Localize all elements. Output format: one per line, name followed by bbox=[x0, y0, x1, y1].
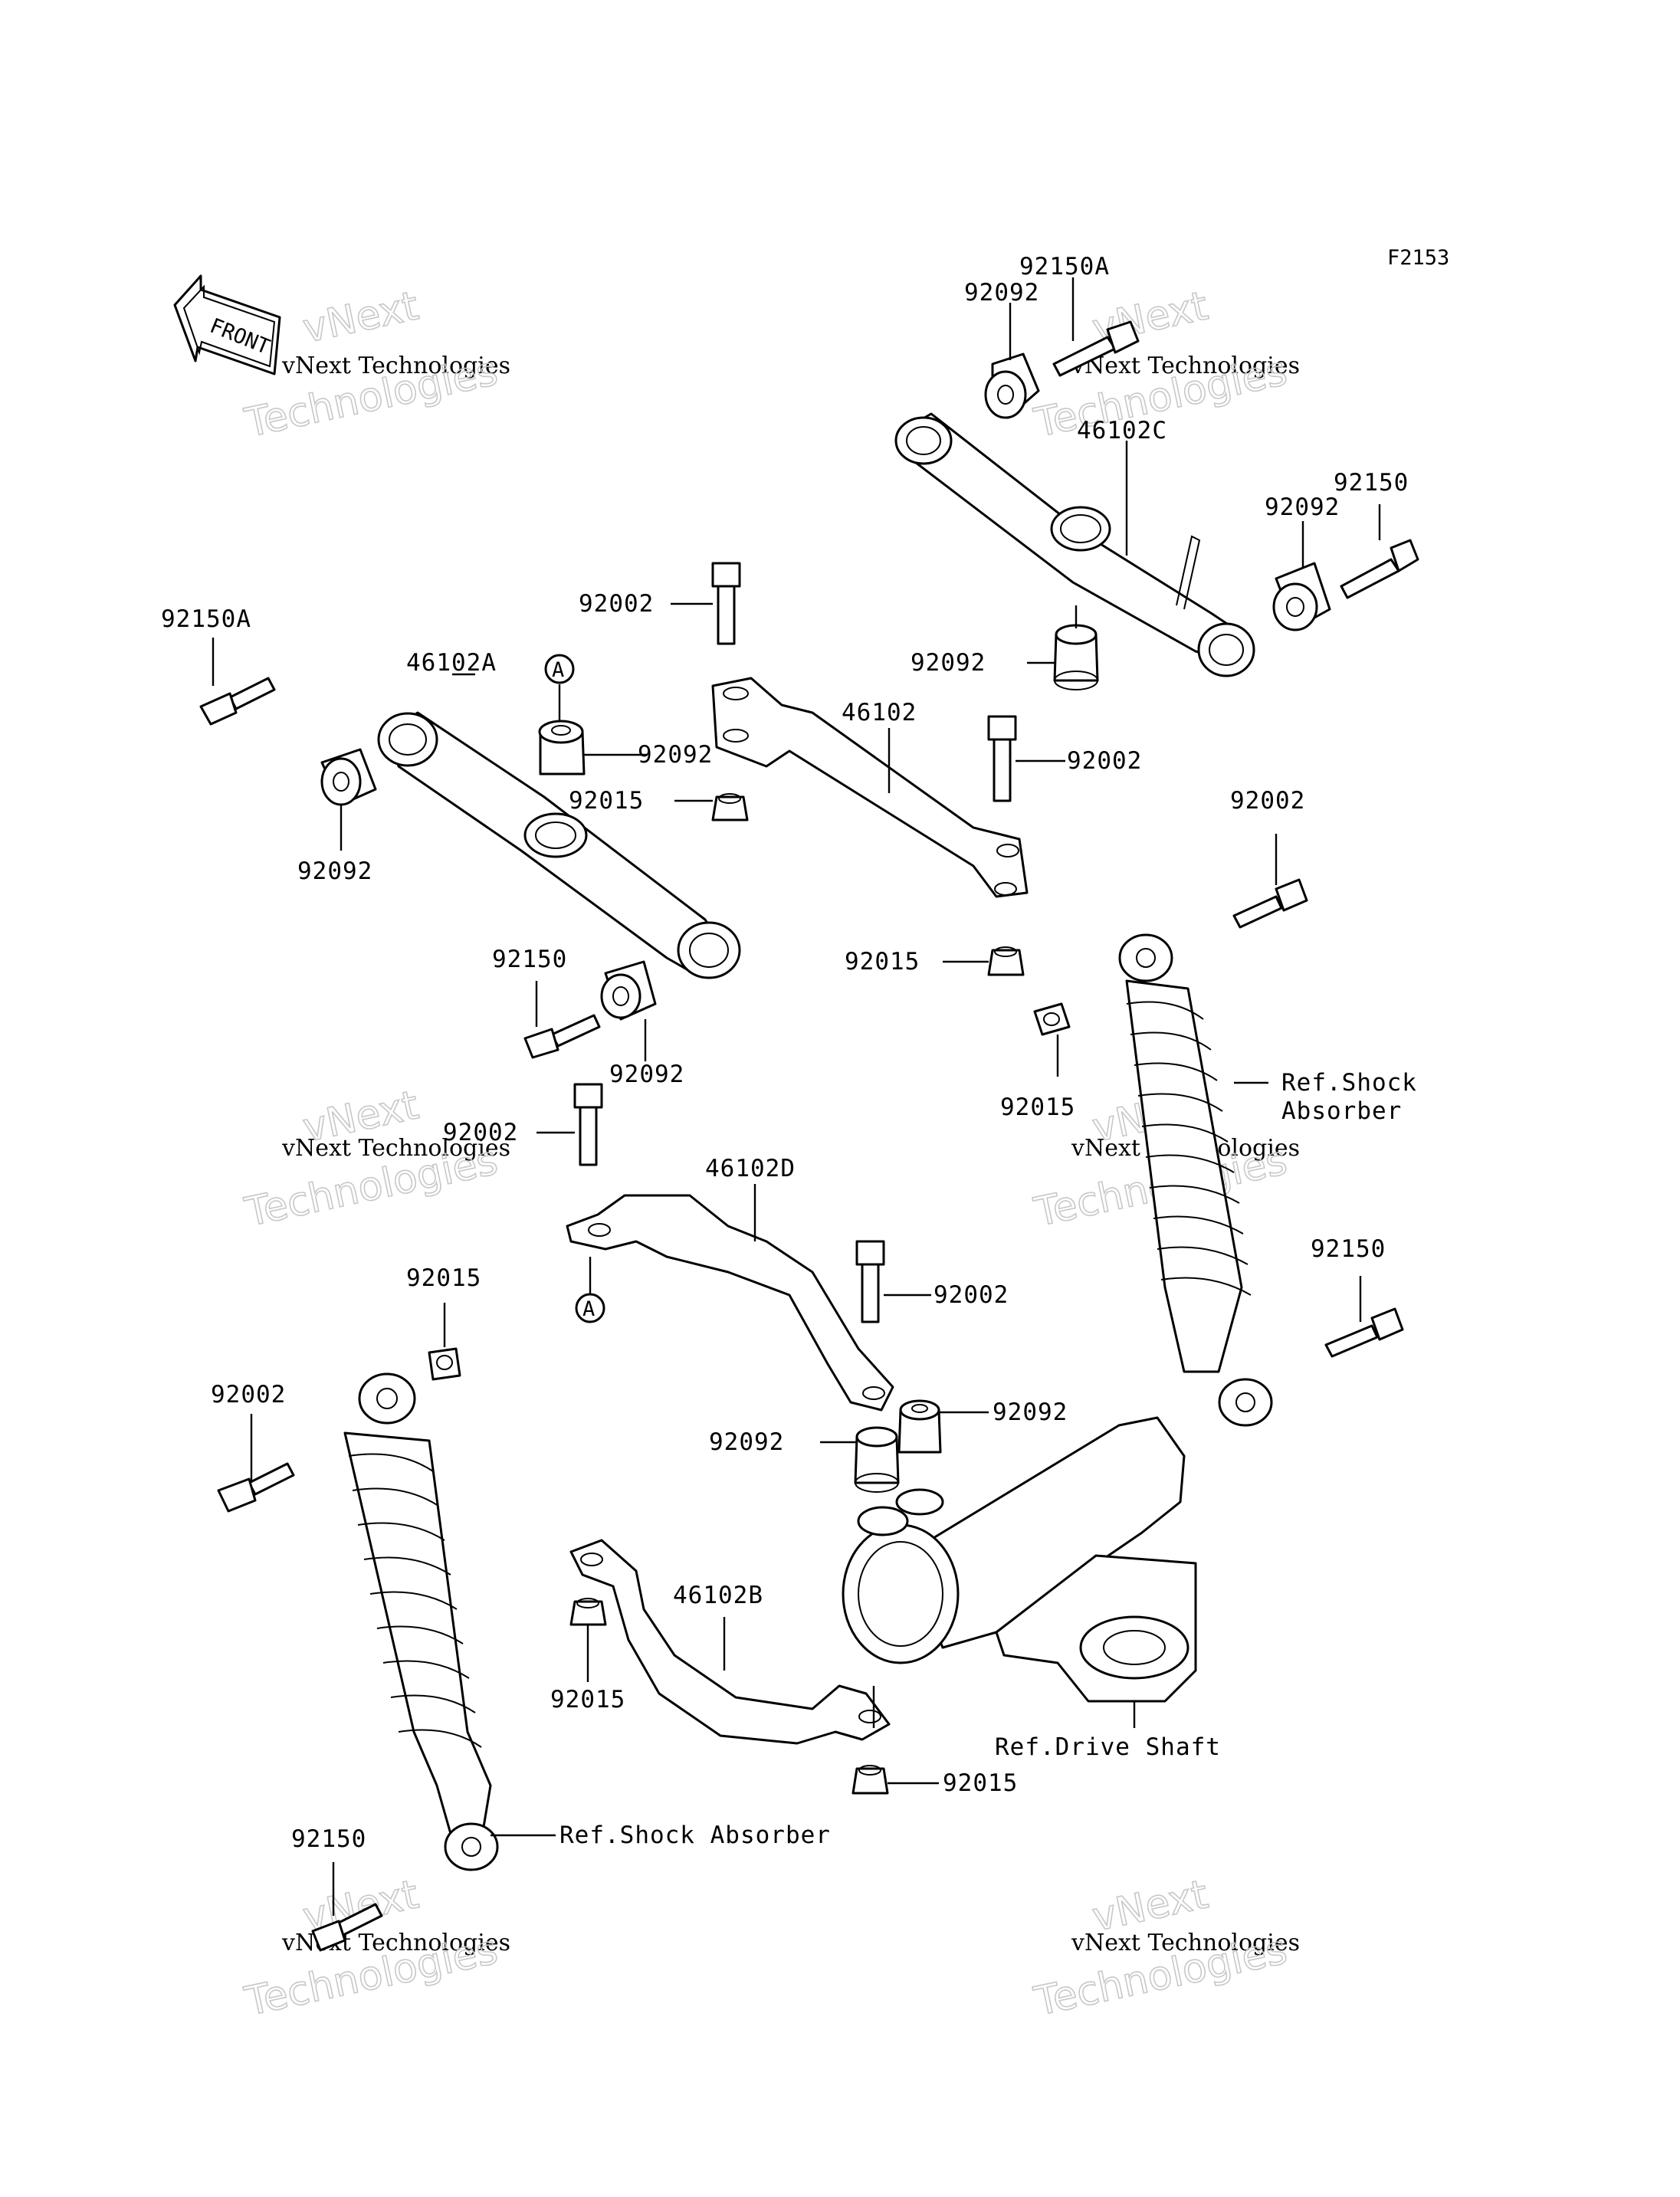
svg-text:A: A bbox=[582, 1297, 595, 1321]
callout-92150-rs[interactable]: 92150 bbox=[1311, 1235, 1386, 1263]
bushing-92092-mid bbox=[1053, 624, 1099, 690]
svg-text:vNext Technologies: vNext Technologies bbox=[281, 1135, 510, 1162]
nut-92015-a bbox=[711, 793, 749, 821]
callout-92002-rs[interactable]: 92002 bbox=[1230, 787, 1305, 815]
callout-46102A[interactable]: 46102A bbox=[406, 649, 497, 677]
nut-92015-ls bbox=[428, 1347, 461, 1381]
callout-92015-b[interactable]: 92015 bbox=[845, 948, 920, 976]
callout-92092-c[interactable]: 92092 bbox=[993, 1399, 1068, 1426]
front-arrow-icon: FRONT bbox=[173, 274, 281, 375]
bolt-92150A-top bbox=[1052, 320, 1140, 377]
bushing-92092-a bbox=[538, 720, 586, 776]
nut-92015-b bbox=[987, 946, 1025, 976]
bushing-92092-top bbox=[984, 353, 1040, 419]
callout-92015-rs[interactable]: 92015 bbox=[1000, 1094, 1075, 1121]
callout-92092-right[interactable]: 92092 bbox=[1265, 494, 1340, 521]
callout-92150-right[interactable]: 92150 bbox=[1334, 469, 1409, 497]
bushing-92092-c bbox=[854, 1426, 900, 1493]
bolt-92002-upper bbox=[711, 562, 741, 645]
callout-92002-mid[interactable]: 92002 bbox=[1067, 747, 1142, 775]
shock-absorber-right bbox=[1118, 933, 1273, 1427]
drive-shaft-housing bbox=[842, 1416, 1197, 1703]
callout-92002-d[interactable]: 92002 bbox=[443, 1119, 518, 1146]
ref-shock-left: Ref.Shock Absorber bbox=[559, 1822, 831, 1849]
watermark-bottom-left: vNext vNext Technologies Technologies bbox=[240, 1871, 510, 2026]
ref-shock-right-line1: Ref.Shock bbox=[1281, 1069, 1417, 1097]
callout-92092-a[interactable]: 92092 bbox=[638, 741, 713, 769]
bolt-92150-rs bbox=[1324, 1307, 1404, 1358]
leader-lines bbox=[212, 277, 1381, 1916]
callout-46102C[interactable]: 46102C bbox=[1077, 417, 1167, 444]
callout-92002-e[interactable]: 92002 bbox=[934, 1281, 1009, 1309]
ref-drive-shaft: Ref.Drive Shaft bbox=[995, 1733, 1221, 1761]
bolt-92002-mid bbox=[987, 715, 1017, 802]
shock-absorber-left bbox=[343, 1372, 499, 1871]
bolt-92150-ls bbox=[311, 1903, 383, 1952]
svg-text:vNext Technologies: vNext Technologies bbox=[1071, 1930, 1300, 1956]
bushing-92092-d bbox=[897, 1399, 942, 1454]
callout-92002-upper[interactable]: 92002 bbox=[579, 590, 654, 618]
bushing-92092-right bbox=[1272, 562, 1331, 631]
callout-92150-ls[interactable]: 92150 bbox=[291, 1825, 366, 1853]
bolt-92002-e bbox=[855, 1240, 885, 1323]
callout-92092-b[interactable]: 92092 bbox=[609, 1061, 684, 1088]
callout-92092-d[interactable]: 92092 bbox=[709, 1428, 784, 1456]
watermark-top-left: vNext vNext Technologies Technologies bbox=[240, 283, 510, 448]
callout-46102[interactable]: 46102 bbox=[842, 699, 917, 726]
callout-92002-ls[interactable]: 92002 bbox=[211, 1381, 286, 1408]
bushing-92092-b bbox=[600, 960, 657, 1021]
callout-92092-left[interactable]: 92092 bbox=[297, 857, 372, 885]
part-callouts: 92150A 92092 46102C 92150 92092 92002 92… bbox=[161, 253, 1409, 1853]
callout-92150-mid[interactable]: 92150 bbox=[492, 946, 567, 973]
nut-92015-c bbox=[569, 1598, 607, 1626]
callout-92015-d[interactable]: 92015 bbox=[943, 1769, 1018, 1797]
callout-46102D[interactable]: 46102D bbox=[705, 1155, 796, 1182]
nut-92015-rs bbox=[1033, 1002, 1071, 1036]
bolt-92002-rs bbox=[1232, 878, 1308, 929]
bracket-46102B bbox=[569, 1539, 891, 1745]
nut-92015-d bbox=[851, 1765, 889, 1795]
arm-46102A bbox=[377, 711, 741, 979]
svg-text:vNext: vNext bbox=[299, 283, 422, 352]
bracket-46102 bbox=[711, 677, 1029, 898]
callout-92015-c[interactable]: 92015 bbox=[550, 1686, 625, 1713]
ref-shock-right-line2: Absorber bbox=[1281, 1097, 1402, 1125]
watermark-bottom-right: vNext vNext Technologies Technologies bbox=[1029, 1871, 1300, 2026]
bracket-46102D bbox=[566, 1194, 894, 1412]
callout-46102B[interactable]: 46102B bbox=[673, 1582, 763, 1609]
bolt-92002-ls bbox=[217, 1462, 295, 1513]
bolt-92002-d bbox=[573, 1083, 603, 1166]
bolt-92150A-left bbox=[199, 677, 276, 726]
callout-92150A-left[interactable]: 92150A bbox=[161, 605, 251, 633]
callout-92092-mid[interactable]: 92092 bbox=[911, 649, 986, 677]
callout-92015-a[interactable]: 92015 bbox=[569, 787, 644, 815]
svg-text:vNext Technologies: vNext Technologies bbox=[281, 353, 510, 379]
reference-notes: Ref.Shock Absorber Ref.Drive Shaft Ref.S… bbox=[559, 1069, 1417, 1849]
callout-92092-top[interactable]: 92092 bbox=[964, 279, 1039, 307]
svg-text:vNext Technologies: vNext Technologies bbox=[1071, 353, 1300, 379]
figure-code: F2153 bbox=[1387, 246, 1449, 270]
bolt-92150-mid bbox=[523, 1014, 601, 1059]
bolt-92150-right bbox=[1340, 539, 1419, 599]
callout-92150A-top[interactable]: 92150A bbox=[1019, 253, 1110, 280]
bushing-92092-left bbox=[320, 748, 377, 806]
svg-text:A: A bbox=[552, 658, 564, 682]
callout-92015-ls[interactable]: 92015 bbox=[406, 1264, 481, 1292]
watermark-mid-left: vNext vNext Technologies Technologies bbox=[240, 1082, 510, 1237]
arm-46102C bbox=[894, 412, 1255, 677]
ref-mark-a-top: A bbox=[544, 654, 575, 684]
ref-mark-a-bottom: A bbox=[575, 1293, 605, 1323]
